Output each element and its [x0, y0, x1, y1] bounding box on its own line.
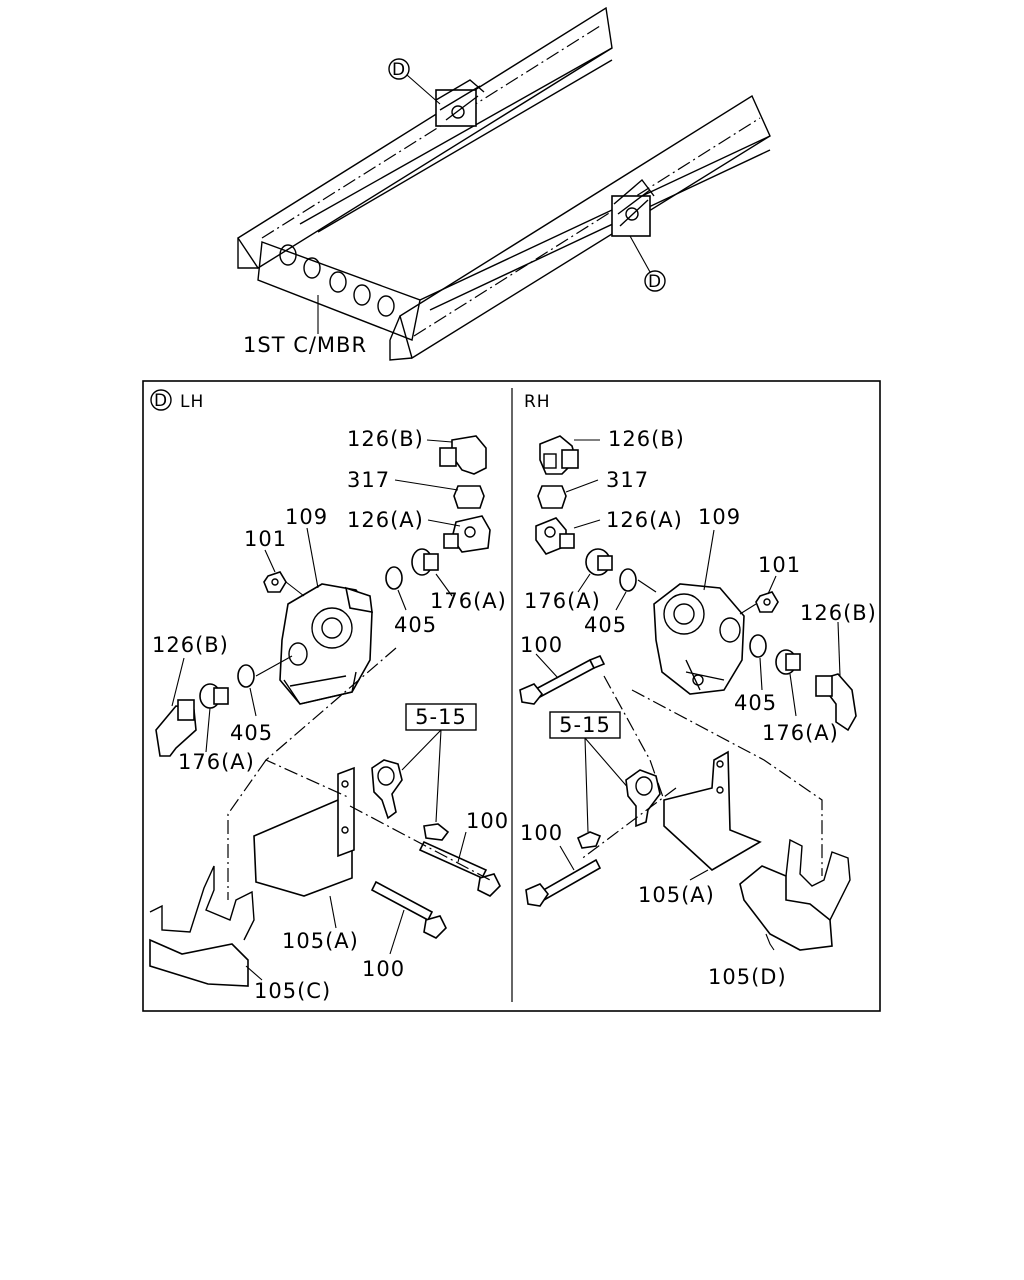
label-101-rh: 101 — [758, 553, 801, 577]
relay-valve-109-lh — [279, 583, 373, 705]
nipple-317-lh — [453, 485, 485, 509]
label-5-15-lh: 5-15 — [415, 705, 467, 729]
washer-405-rh-right — [749, 634, 767, 658]
label-176a-lh-right: 176(A) — [430, 589, 507, 613]
bolt-100-rh-left — [525, 858, 602, 907]
label-109-lh: 109 — [285, 505, 328, 529]
nut-101-rh — [755, 591, 779, 613]
label-5-15-rh: 5-15 — [559, 713, 611, 737]
callout-circle-d-bottom — [644, 270, 666, 292]
washer-405-lh-left — [237, 664, 255, 688]
label-176a-rh-left: 176(A) — [524, 589, 601, 613]
rh-title: RH — [524, 392, 551, 412]
plug-176a-rh-left — [585, 548, 613, 576]
valve-rh-on-frame — [611, 178, 655, 237]
tee-fitting-126a-lh — [443, 515, 491, 553]
tee-fitting-126a-rh — [535, 517, 575, 555]
bracket-105a-rh — [663, 750, 762, 871]
bracket-105d-rh — [739, 838, 851, 951]
elbow-fitting-126b-lh-top — [439, 435, 487, 475]
washer-405-lh-right — [385, 566, 403, 590]
bracket-105c-lh — [149, 865, 255, 987]
label-100-rh-top: 100 — [520, 633, 563, 657]
callout-d-top: D — [392, 60, 406, 80]
label-405-lh-right: 405 — [394, 613, 437, 637]
lh-title: LH — [180, 392, 204, 412]
first-cross-member-label: 1ST C/MBR — [243, 333, 367, 357]
label-126a-lh: 126(A) — [347, 508, 424, 532]
small-bolt-rh — [576, 831, 602, 849]
label-105a-lh: 105(A) — [282, 929, 359, 953]
label-100-rh-left: 100 — [520, 821, 563, 845]
label-126b-lh-top: 126(B) — [347, 427, 424, 451]
label-109-rh: 109 — [698, 505, 741, 529]
label-405-rh-mid: 405 — [584, 613, 627, 637]
bolt-100-lh-bottom — [370, 880, 447, 939]
label-105c-lh: 105(C) — [254, 979, 331, 1003]
panel-lh: D LH 126(B) 317 126(A) — [149, 389, 509, 1003]
callout-d-bottom: D — [648, 272, 662, 292]
label-105a-rh: 105(A) — [638, 883, 715, 907]
nut-101-lh — [263, 571, 287, 593]
bracket-105a-lh — [253, 766, 355, 897]
nipple-317-rh — [537, 485, 567, 509]
relay-valve-109-rh — [653, 583, 745, 695]
elbow-fitting-126b-rh-top — [539, 435, 579, 475]
label-405-lh-left: 405 — [230, 721, 273, 745]
label-317-rh: 317 — [606, 468, 649, 492]
label-100-lh-right: 100 — [466, 809, 509, 833]
detail-box — [142, 380, 881, 1012]
elbow-fitting-126b-lh-left — [155, 699, 197, 757]
callout-circle-d-lh — [150, 389, 172, 411]
callout-circle-d-top — [388, 58, 410, 80]
label-317-lh: 317 — [347, 468, 390, 492]
label-176a-lh-left: 176(A) — [178, 750, 255, 774]
label-176a-rh-right: 176(A) — [762, 721, 839, 745]
label-126b-rh-right: 126(B) — [800, 601, 877, 625]
label-126a-rh: 126(A) — [606, 508, 683, 532]
washer-405-rh-mid — [619, 568, 637, 592]
clip-5-15-rh — [625, 769, 661, 828]
label-105d-rh: 105(D) — [708, 965, 787, 989]
callout-d-lh: D — [154, 391, 168, 411]
panel-rh: RH 126(B) 317 126(A) — [519, 392, 877, 989]
label-100-lh-bottom: 100 — [362, 957, 405, 981]
plug-176a-lh-right — [411, 548, 439, 576]
frame-assembly: D D 1ST C/MBR — [237, 6, 771, 361]
label-101-lh: 101 — [244, 527, 287, 551]
label-405-rh-right: 405 — [734, 691, 777, 715]
small-bolt-lh — [423, 823, 450, 841]
plug-176a-lh-left — [199, 683, 229, 709]
elbow-fitting-126b-rh-right — [815, 673, 857, 732]
bolt-100-lh-right — [418, 840, 501, 897]
plug-176a-rh-right — [775, 649, 801, 675]
label-126b-lh-left: 126(B) — [152, 633, 229, 657]
label-126b-rh-top: 126(B) — [608, 427, 685, 451]
bolt-100-rh-top — [519, 654, 606, 705]
clip-5-15-lh — [371, 759, 403, 820]
valve-lh-on-frame — [435, 79, 485, 127]
